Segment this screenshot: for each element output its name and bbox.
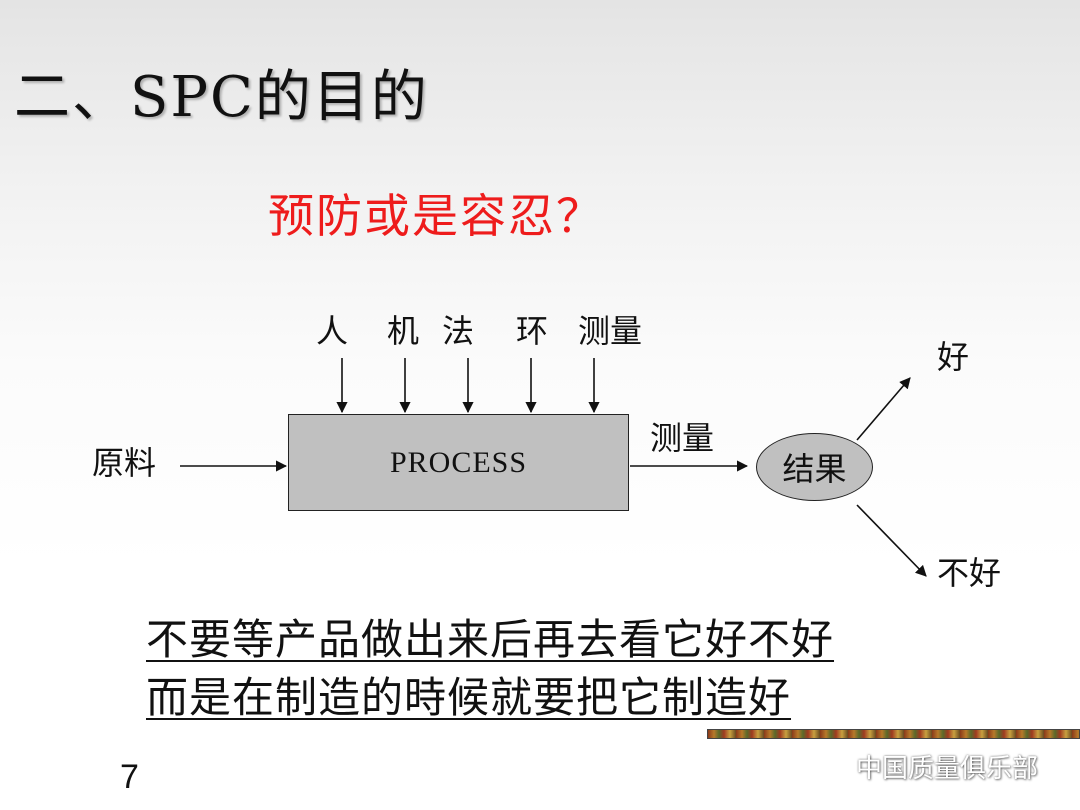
watermark: 中国质量俱乐部: [812, 748, 1038, 785]
input-label-environment: 环: [516, 312, 549, 350]
result-node: 结果: [756, 433, 873, 501]
result-label: 结果: [782, 450, 847, 488]
input-label-machine: 机: [387, 312, 420, 350]
good-label: 好: [937, 338, 970, 376]
statement-line-2: 而是在制造的時候就要把它制造好: [146, 673, 792, 722]
measure-label: 测量: [650, 419, 715, 457]
arrow-bad: [856, 504, 927, 577]
decorative-bar: [707, 729, 1080, 739]
raw-material-label: 原料: [92, 444, 157, 482]
page-number: 7: [120, 758, 139, 796]
input-label-measurement: 测量: [578, 312, 643, 350]
input-label-method: 法: [442, 312, 475, 350]
question-heading: 预防或是容忍？: [268, 189, 604, 243]
wechat-icon: [812, 752, 849, 780]
watermark-text: 中国质量俱乐部: [856, 754, 1039, 784]
slide-title: 二、SPC的目的: [14, 65, 429, 130]
bad-label: 不好: [937, 554, 1002, 592]
input-label-people: 人: [316, 312, 349, 350]
arrow-good: [856, 377, 911, 441]
process-label: PROCESS: [389, 445, 528, 479]
process-box: PROCESS: [288, 414, 629, 511]
statement-line-1: 不要等产品做出来后再去看它好不好: [146, 615, 835, 664]
